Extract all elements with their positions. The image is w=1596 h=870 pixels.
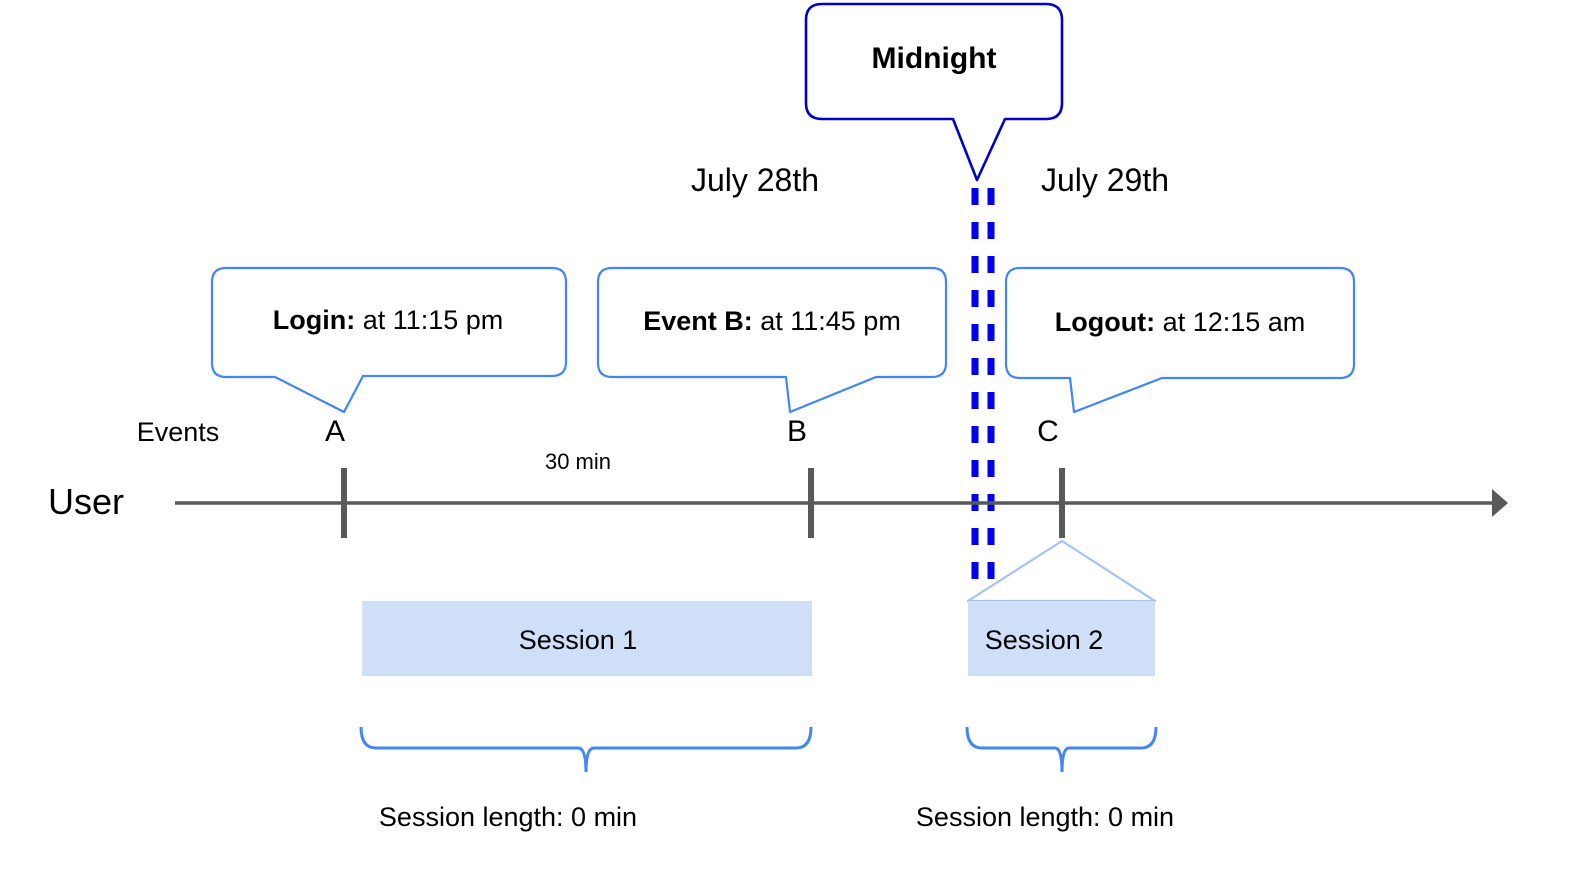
login-callout-bold: Login: (272, 305, 356, 335)
session-2-bar-shape (966, 539, 1157, 676)
eventb-callout-shape (596, 266, 948, 414)
event-tick-marks (341, 468, 1065, 538)
session-1-brace (359, 726, 813, 773)
midnight-callout-label: Midnight (871, 42, 997, 75)
login-callout-shape (210, 266, 568, 414)
logout-callout-shape (1004, 266, 1356, 414)
axis-row-label-events: Events (136, 417, 220, 447)
eventb-callout-rest: at 11:45 pm (752, 306, 901, 336)
eventb-callout-bold: Event B: (643, 306, 753, 336)
midnight-dashed-lines (971, 188, 995, 592)
session-2-brace (965, 726, 1158, 773)
logout-callout-bold: Logout: (1054, 307, 1156, 337)
tick-letter-c: C (1037, 415, 1059, 448)
eventb-callout-label: Event B: at 11:45 pm (643, 308, 901, 335)
login-callout-label: Login: at 11:15 pm (273, 307, 504, 334)
session-2-length-label: Session length: 0 min (915, 802, 1175, 832)
session-1-label: Session 1 (518, 625, 638, 655)
session-2-label: Session 2 (984, 625, 1104, 655)
gap-duration-label: 30 min (544, 449, 612, 474)
tick-letter-b: B (786, 415, 808, 448)
logout-callout-rest: at 12:15 am (1155, 307, 1306, 337)
logout-callout-label: Logout: at 12:15 am (1055, 309, 1306, 336)
login-callout-rest: at 11:15 pm (355, 305, 504, 335)
timeline-axis (175, 489, 1508, 517)
session-1-length-label: Session length: 0 min (378, 802, 638, 832)
tick-letter-a: A (324, 415, 346, 448)
session-1-bar-shape (362, 601, 812, 676)
date-label-july-28: July 28th (690, 162, 820, 198)
axis-row-label-user: User (48, 481, 125, 522)
date-label-july-29: July 29th (1040, 162, 1170, 198)
midnight-callout-shape (804, 2, 1064, 182)
